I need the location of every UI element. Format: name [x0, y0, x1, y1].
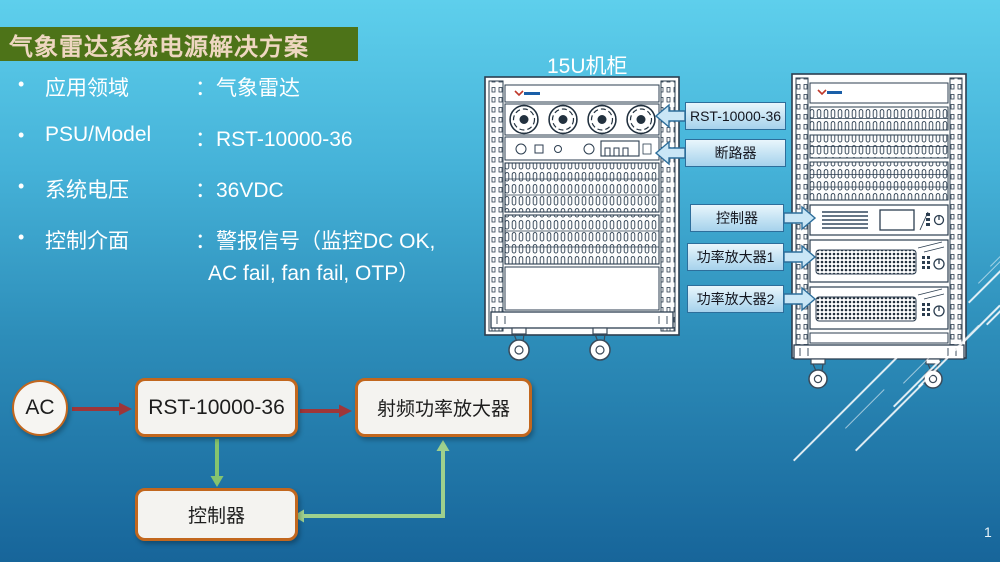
arrow-left-icon	[655, 103, 685, 129]
arrow-right-icon	[784, 286, 816, 312]
breaker-panel	[515, 140, 652, 157]
flow-node-psu: RST-10000-36	[135, 378, 298, 437]
flow-node-controller: 控制器	[135, 488, 298, 541]
brand-logo	[514, 90, 540, 97]
caster-wheels	[508, 327, 611, 361]
bullet-control-interface-line2: AC fail, fan fail, OTP）	[208, 262, 420, 285]
bullet-psu-model: • PSU/Model ：RST-10000-36	[18, 123, 488, 153]
right-rack-image	[791, 73, 967, 389]
fan-tray	[509, 104, 656, 135]
callout-label: 功率放大器2	[687, 285, 784, 313]
flow-node-rf-amplifier: 射频功率放大器	[355, 378, 532, 437]
page-number: 1	[984, 524, 992, 540]
bullet-list: • 应用领域 ：气象雷达 • PSU/Model ：RST-10000-36 •…	[18, 72, 488, 287]
arrow-left-icon	[655, 140, 685, 166]
rack-caption: 15U机柜	[547, 55, 628, 78]
callout-breaker: 断路器	[655, 139, 786, 167]
callout-label: RST-10000-36	[685, 102, 786, 130]
bullet-system-voltage: • 系统电压 ：36VDC	[18, 174, 488, 204]
bullet-application: • 应用领域 ：气象雷达	[18, 72, 488, 102]
callout-controller: 控制器	[690, 204, 816, 232]
bullet-value: ：警报信号（监控DC OK,	[195, 230, 436, 253]
flow-node-ac: AC	[12, 380, 68, 436]
bullet-control-interface: • 控制介面 ：警报信号（监控DC OK,	[18, 225, 488, 255]
amplifier-unit-2	[809, 286, 949, 330]
callout-rst-10000-36: RST-10000-36	[655, 102, 786, 130]
bullet-icon: •	[18, 227, 25, 247]
bullet-value: ：气象雷达	[195, 77, 300, 100]
page-title: 气象雷达系统电源解决方案	[0, 27, 358, 61]
controller-unit	[809, 204, 949, 236]
bullet-label: PSU/Model	[45, 123, 152, 146]
callout-label: 断路器	[685, 139, 786, 167]
arrow-right-icon	[784, 244, 816, 270]
arrow-right-icon	[784, 205, 816, 231]
bullet-icon: •	[18, 74, 25, 94]
callout-label: 控制器	[690, 204, 784, 232]
bullet-icon: •	[18, 125, 25, 145]
bullet-value: ：RST-10000-36	[195, 128, 353, 151]
bullet-icon: •	[18, 176, 25, 196]
bullet-label: 控制介面	[45, 230, 129, 253]
amplifier-unit-1	[809, 239, 949, 283]
bullet-label: 系统电压	[45, 179, 129, 202]
callout-label: 功率放大器1	[687, 243, 784, 271]
brand-logo	[817, 89, 842, 96]
bullet-value: ：36VDC	[195, 179, 284, 202]
bullet-label: 应用领域	[45, 77, 129, 100]
callout-amplifier-1: 功率放大器1	[687, 243, 816, 271]
left-rack-image	[484, 76, 680, 361]
callout-amplifier-2: 功率放大器2	[687, 285, 816, 313]
